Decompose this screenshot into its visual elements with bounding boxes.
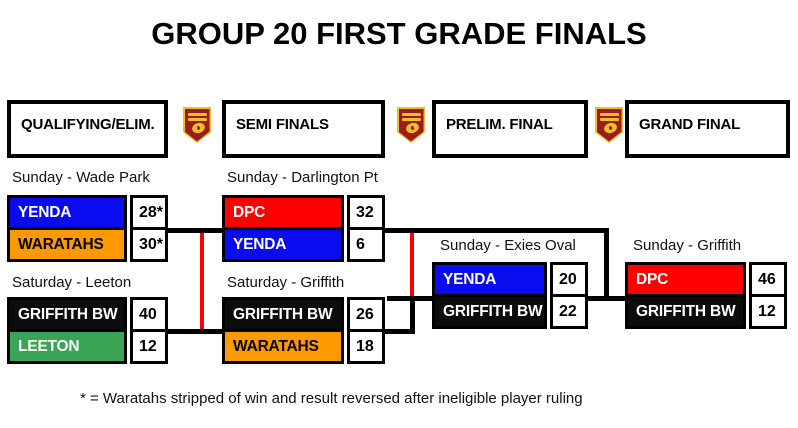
ball-mark xyxy=(409,125,415,130)
crest-shield xyxy=(398,108,424,142)
venue-label-semi-2: Saturday - Griffith xyxy=(227,274,345,291)
crest-gold-outline xyxy=(595,107,623,143)
connector-elimination-to-semi2 xyxy=(168,329,222,334)
match-semi-final-2: GRIFFITH BW 26 WARATAHS 18 xyxy=(222,297,385,364)
team-row: DPC 32 xyxy=(222,195,385,230)
venue-label-elimination: Saturday - Leeton xyxy=(12,274,132,291)
team-row: DPC 46 xyxy=(625,262,787,297)
team-score: 46 xyxy=(749,262,787,297)
match-qualifying: YENDA 28* WARATAHS 30* xyxy=(7,195,168,262)
venue-label-grand-final: Sunday - Griffith xyxy=(633,237,742,254)
match-elimination: GRIFFITH BW 40 LEETON 12 xyxy=(7,297,168,364)
rugby-ball-icon xyxy=(602,120,618,135)
connector-semi2-to-prelim-v xyxy=(410,296,415,334)
round-header-qualifying: QUALIFYING/ELIM. xyxy=(7,100,168,158)
crest-text-band xyxy=(599,117,619,121)
team-score: 30* xyxy=(130,227,168,262)
team-name: WARATAHS xyxy=(7,227,127,262)
team-row: WARATAHS 30* xyxy=(7,227,168,262)
team-name: DPC xyxy=(222,195,344,230)
crest-gold-outline xyxy=(397,107,425,143)
crest-text-band xyxy=(401,117,421,121)
team-name: LEETON xyxy=(7,329,127,364)
connector-prelim-to-grandfinal xyxy=(588,296,625,301)
team-score: 12 xyxy=(130,329,168,364)
connector-into-prelim xyxy=(387,296,432,301)
footnote: * = Waratahs stripped of win and result … xyxy=(80,390,583,407)
team-name: GRIFFITH BW xyxy=(222,297,344,332)
rugby-ball-icon xyxy=(404,120,420,135)
crest-text-band xyxy=(599,112,619,116)
team-row: GRIFFITH BW 12 xyxy=(625,294,787,329)
team-score: 12 xyxy=(749,294,787,329)
ball-mark xyxy=(607,125,613,130)
team-score: 6 xyxy=(347,227,385,262)
team-row: WARATAHS 18 xyxy=(222,329,385,364)
team-score: 18 xyxy=(347,329,385,364)
match-semi-final-1: DPC 32 YENDA 6 xyxy=(222,195,385,262)
round-header-prelim-final: PRELIM. FINAL xyxy=(432,100,588,158)
team-name: DPC xyxy=(625,262,746,297)
team-score: 40 xyxy=(130,297,168,332)
team-name: YENDA xyxy=(222,227,344,262)
page-title: GROUP 20 FIRST GRADE FINALS xyxy=(151,16,647,51)
crest-text-band xyxy=(187,112,207,116)
team-row: GRIFFITH BW 26 xyxy=(222,297,385,332)
crest-text-band xyxy=(187,117,207,121)
connector-qualifying-to-semi1 xyxy=(168,228,222,233)
connector-semi1-to-grandfinal-v xyxy=(604,228,609,301)
crest-shield xyxy=(184,108,210,142)
round-header-semi-finals: SEMI FINALS xyxy=(222,100,385,158)
club-crest-icon xyxy=(397,107,425,143)
team-row: GRIFFITH BW 22 xyxy=(432,294,588,329)
team-row: GRIFFITH BW 40 xyxy=(7,297,168,332)
reversal-drop-line-qualifying xyxy=(200,233,204,329)
team-name: GRIFFITH BW xyxy=(625,294,746,329)
club-crest-icon xyxy=(595,107,623,143)
team-score: 26 xyxy=(347,297,385,332)
connector-semi1-to-grandfinal-h xyxy=(385,228,609,233)
club-crest-icon xyxy=(183,107,211,143)
team-score: 22 xyxy=(550,294,588,329)
team-name: YENDA xyxy=(7,195,127,230)
team-row: LEETON 12 xyxy=(7,329,168,364)
match-prelim-final: YENDA 20 GRIFFITH BW 22 xyxy=(432,262,588,329)
rugby-ball-icon xyxy=(190,120,206,135)
team-name: GRIFFITH BW xyxy=(7,297,127,332)
team-row: YENDA 28* xyxy=(7,195,168,230)
team-score: 32 xyxy=(347,195,385,230)
venue-label-prelim-final: Sunday - Exies Oval xyxy=(440,237,576,254)
team-row: YENDA 20 xyxy=(432,262,588,297)
venue-label-qualifying: Sunday - Wade Park xyxy=(12,169,150,186)
team-name: YENDA xyxy=(432,262,547,297)
crest-gold-outline xyxy=(183,107,211,143)
crest-shield xyxy=(596,108,622,142)
ball-mark xyxy=(195,125,201,130)
team-score: 20 xyxy=(550,262,588,297)
round-header-grand-final: GRAND FINAL xyxy=(625,100,790,158)
team-score: 28* xyxy=(130,195,168,230)
team-name: GRIFFITH BW xyxy=(432,294,547,329)
team-name: WARATAHS xyxy=(222,329,344,364)
crest-text-band xyxy=(401,112,421,116)
match-grand-final: DPC 46 GRIFFITH BW 12 xyxy=(625,262,787,329)
loser-drop-line-semi1 xyxy=(410,233,414,296)
team-row: YENDA 6 xyxy=(222,227,385,262)
connector-semi2-to-prelim-h xyxy=(385,329,415,334)
venue-label-semi-1: Sunday - Darlington Pt xyxy=(227,169,378,186)
